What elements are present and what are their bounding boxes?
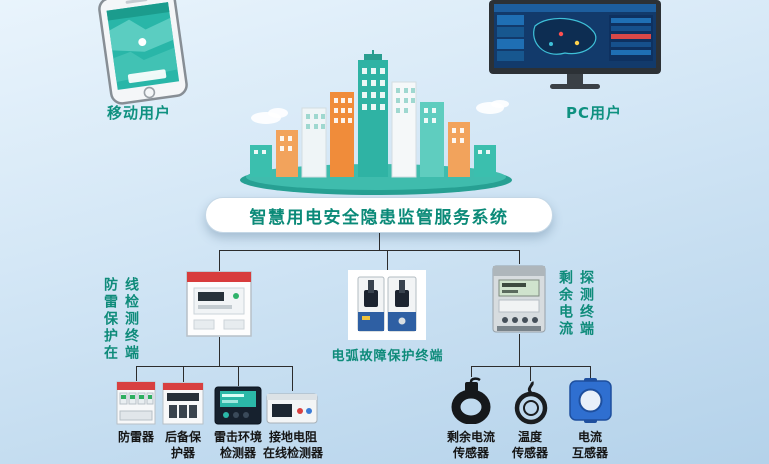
connector-line	[136, 366, 293, 367]
device-label-ground-resistance-detector: 接地电阻 在线检测器	[257, 429, 329, 461]
ground-resistance-detector-icon	[266, 391, 318, 425]
lightning-terminal-label-col1: 防雷保护在	[102, 277, 118, 362]
smartphone-icon	[96, 0, 191, 107]
system-title: 智慧用电安全隐患监管服务系统	[249, 207, 509, 228]
device-label-line2: 传感器	[511, 446, 548, 460]
device-label-current-transformer: 电流 互感器	[557, 429, 623, 461]
device-label-line1: 雷击环境	[213, 430, 262, 444]
connector-line	[519, 250, 520, 264]
device-label-line2: 检测器	[219, 446, 256, 460]
current-transformer-icon	[567, 378, 614, 423]
device-label-line1: 剩余电流	[446, 430, 495, 444]
lightning-terminal-label: 防雷保护在 线检测终端	[101, 277, 140, 362]
connector-line	[387, 250, 388, 270]
device-label-line1: 防雷器	[117, 430, 154, 444]
connector-line	[219, 250, 220, 271]
device-label-line2: 在线检测器	[262, 446, 323, 460]
mobile-user-label: 移动用户	[107, 104, 172, 122]
residual-terminal-label-col1: 剩余电流	[557, 270, 573, 338]
device-label-residual-current-sensor: 剩余电流 传感器	[438, 429, 504, 461]
device-label-surge-protector: 防雷器	[105, 429, 167, 445]
residual-terminal-label-col2: 探测终端	[578, 270, 594, 338]
residual-current-meter-icon	[492, 264, 546, 334]
connector-line	[219, 337, 220, 366]
connector-line	[136, 366, 137, 381]
residual-terminal-label: 剩余电流 探测终端	[556, 270, 595, 338]
device-label-line2: 传感器	[452, 446, 489, 460]
surge-protector-icon	[116, 381, 156, 425]
connector-line	[519, 334, 520, 366]
connector-line	[219, 250, 520, 251]
device-label-temperature-sensor: 温度 传感器	[497, 429, 563, 461]
lightning-terminal-label-col2: 线检测终端	[123, 277, 139, 362]
lightning-env-detector-icon	[214, 386, 262, 425]
device-label-line2: 护器	[170, 446, 195, 460]
connector-line	[292, 366, 293, 391]
connector-line	[238, 366, 239, 386]
device-label-line2: 互感器	[571, 446, 608, 460]
desktop-monitor-icon	[489, 0, 661, 92]
arc-fault-breaker-icon	[348, 270, 426, 340]
device-label-line1: 后备保	[164, 430, 201, 444]
lightning-protection-terminal-icon	[186, 271, 252, 337]
connector-line	[530, 366, 531, 381]
system-title-banner: 智慧用电安全隐患监管服务系统	[205, 197, 553, 233]
backup-protector-icon	[162, 382, 204, 425]
arc-terminal-label: 电弧故障保护终端	[331, 349, 444, 364]
connector-line	[590, 366, 591, 378]
residual-current-coil-icon	[448, 377, 495, 424]
device-label-line1: 接地电阻	[268, 430, 317, 444]
device-label-line1: 电流	[577, 430, 602, 444]
connector-line	[183, 366, 184, 382]
connector-line	[471, 366, 472, 377]
device-label-backup-protector: 后备保 护器	[152, 429, 214, 461]
device-label-line1: 温度	[517, 430, 542, 444]
city-skyline-illustration	[230, 50, 522, 196]
temperature-sensor-loop-icon	[509, 381, 552, 425]
connector-line	[379, 233, 380, 250]
device-label-lightning-env-detector: 雷击环境 检测器	[205, 429, 271, 461]
pc-user-label: PC用户	[566, 104, 623, 122]
